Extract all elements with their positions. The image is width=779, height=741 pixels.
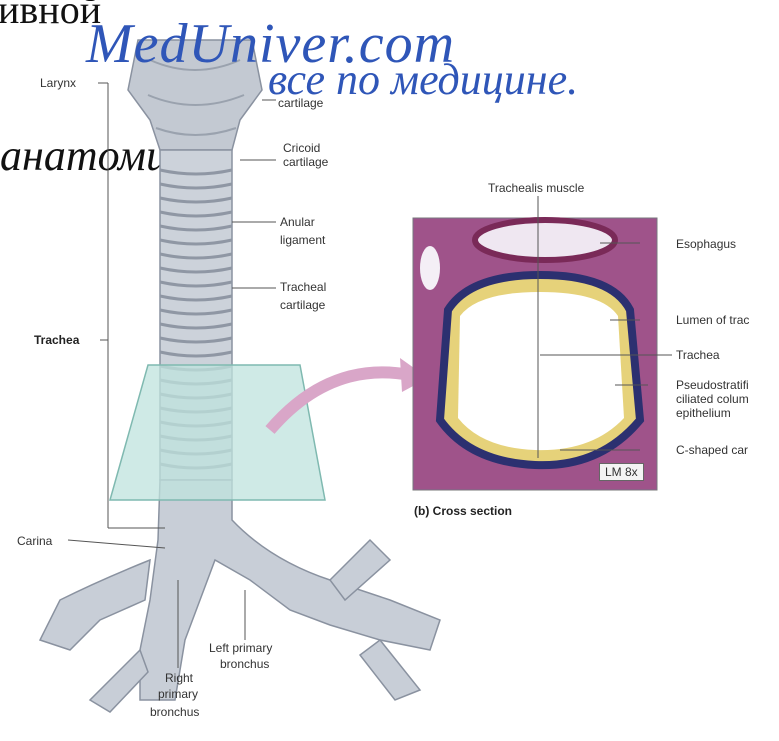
label-epithelium-2: ciliated colum <box>676 392 749 406</box>
section-plane <box>110 365 325 500</box>
label-anular-1: Anular <box>280 215 315 229</box>
label-thyroid-cartilage: cartilage <box>278 96 323 110</box>
label-right-bronchus-3: bronchus <box>150 705 199 719</box>
label-tracheal-cartilage-1: Tracheal <box>280 280 326 294</box>
label-c-shaped-cartilage: C-shaped car <box>676 443 748 457</box>
label-trachea: Trachea <box>34 333 79 347</box>
bronchi <box>40 480 440 712</box>
label-tracheal-cartilage-2: cartilage <box>280 298 325 312</box>
label-left-bronchus-2: bronchus <box>220 657 269 671</box>
label-trachealis-muscle: Trachealis muscle <box>488 181 584 195</box>
label-larynx: Larynx <box>40 76 76 90</box>
label-right-bronchus-2: primary <box>158 687 198 701</box>
label-right-bronchus-1: Right <box>165 671 193 685</box>
label-cricoid-2: cartilage <box>283 155 328 169</box>
label-lumen: Lumen of trac <box>676 313 749 327</box>
label-left-bronchus-1: Left primary <box>209 641 272 655</box>
label-esophagus: Esophagus <box>676 237 736 251</box>
label-carina: Carina <box>17 534 52 548</box>
magnification-badge: LM 8x <box>599 463 644 481</box>
label-cricoid-1: Cricoid <box>283 141 320 155</box>
label-epithelium-3: epithelium <box>676 406 731 420</box>
label-anular-2: ligament <box>280 233 325 247</box>
label-epithelium-1: Pseudostratifi <box>676 378 749 392</box>
label-cs-trachea: Trachea <box>676 348 720 362</box>
cross-section-micrograph <box>413 218 657 490</box>
cross-section-caption: (b) Cross section <box>414 504 512 518</box>
